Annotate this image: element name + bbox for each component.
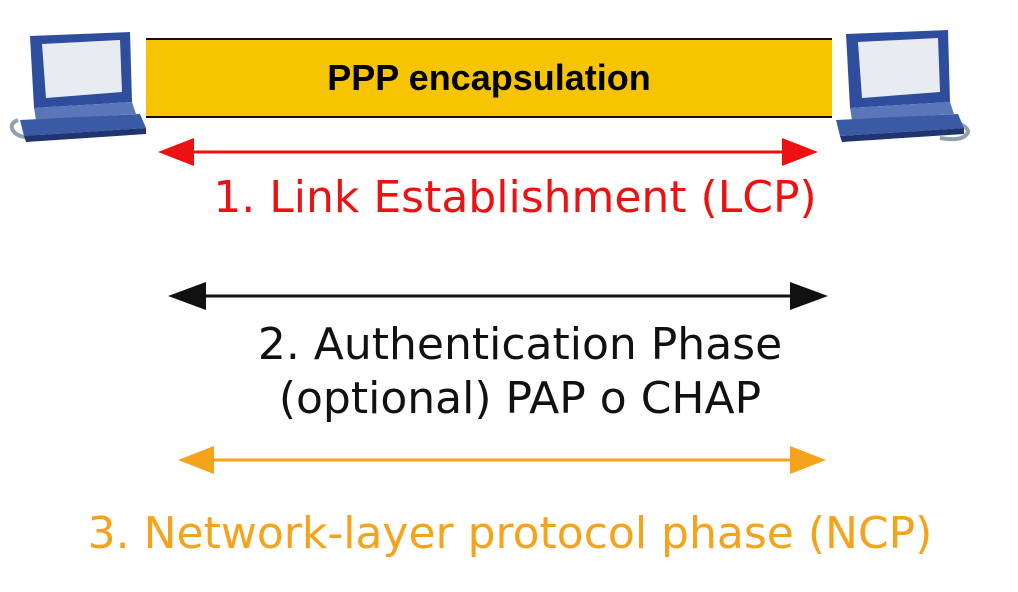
computer-left-icon xyxy=(9,32,146,142)
phase-2-line-1: 2. Authentication Phase xyxy=(257,319,783,370)
phase-1-label: 1. Link Establishment (LCP) xyxy=(213,172,817,223)
phase-3-label: 3. Network-layer protocol phase (NCP) xyxy=(87,508,933,559)
phase-2-label: 2. Authentication Phase (optional) PAP o… xyxy=(210,318,830,426)
banner-title: PPP encapsulation xyxy=(327,57,651,98)
auth-arrow xyxy=(168,282,828,310)
encapsulation-banner: PPP encapsulation xyxy=(146,38,832,118)
lcp-arrow xyxy=(158,138,818,166)
ncp-arrow xyxy=(178,446,826,474)
computer-right-icon xyxy=(836,30,971,142)
phase-2-line-2: (optional) PAP o CHAP xyxy=(278,373,762,424)
